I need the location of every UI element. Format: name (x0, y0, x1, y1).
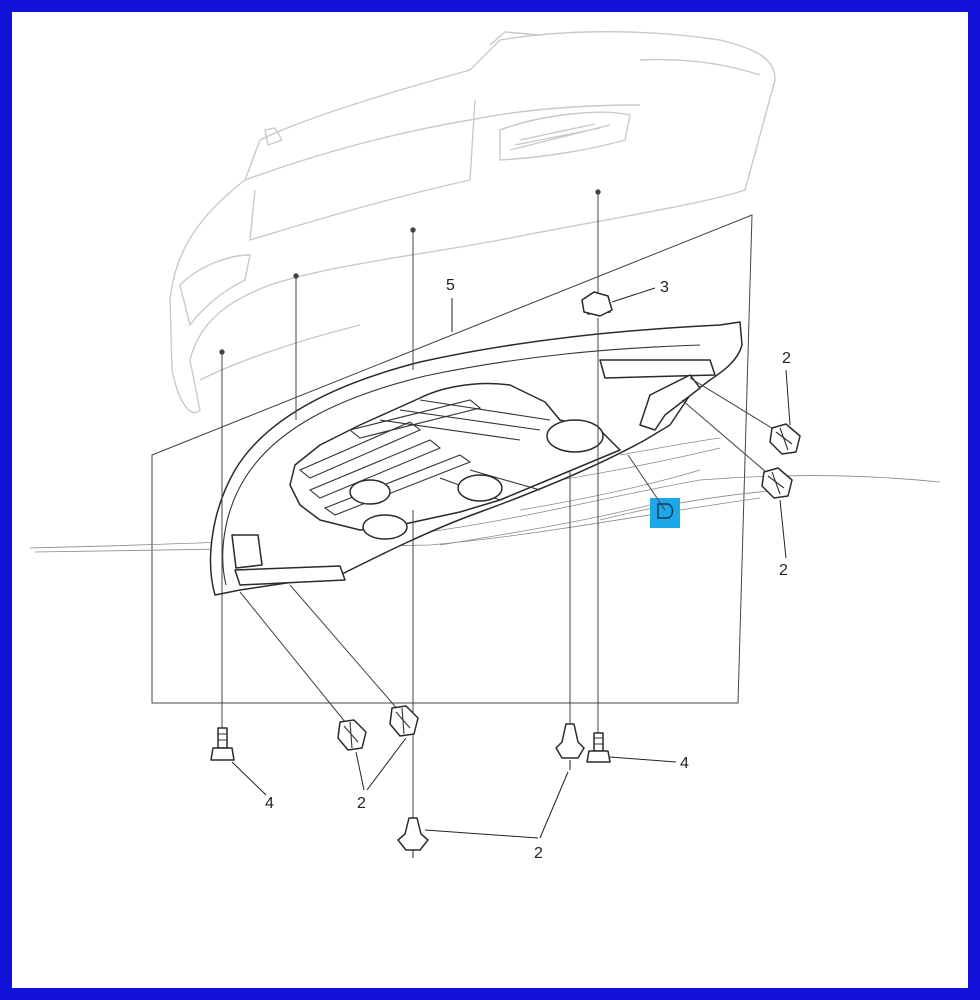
callout-2-bottom-left: 2 (357, 795, 366, 812)
clip-right-top (769, 423, 801, 455)
fastener-axes (219, 189, 601, 820)
push-clip-bottom (397, 817, 429, 858)
callout-4-left: 4 (265, 795, 274, 812)
callout-2-bottom-mid: 2 (534, 845, 543, 862)
push-clip-center (555, 723, 585, 770)
callout-4-right: 4 (680, 755, 689, 772)
engine-undercover (209, 297, 743, 596)
leader-lines (231, 287, 791, 839)
bolt-left (210, 727, 235, 761)
front-bumper-ghost (169, 31, 776, 414)
clip-axes (239, 377, 781, 729)
highlight-marker (650, 498, 680, 528)
clip-right-bottom (761, 467, 793, 499)
callout-5: 5 (446, 277, 455, 294)
callout-2-right-top: 2 (782, 350, 791, 367)
clip-bottom-left-a (337, 719, 367, 751)
highlight-marker-glyph (657, 503, 674, 519)
retainer-part-3 (581, 291, 613, 317)
ground-lines (29, 437, 941, 553)
callout-2-right-bottom: 2 (779, 562, 788, 579)
bolt-right (586, 732, 611, 763)
clip-bottom-left-b (389, 705, 419, 737)
reference-plane (151, 214, 753, 704)
callout-3: 3 (660, 279, 669, 296)
